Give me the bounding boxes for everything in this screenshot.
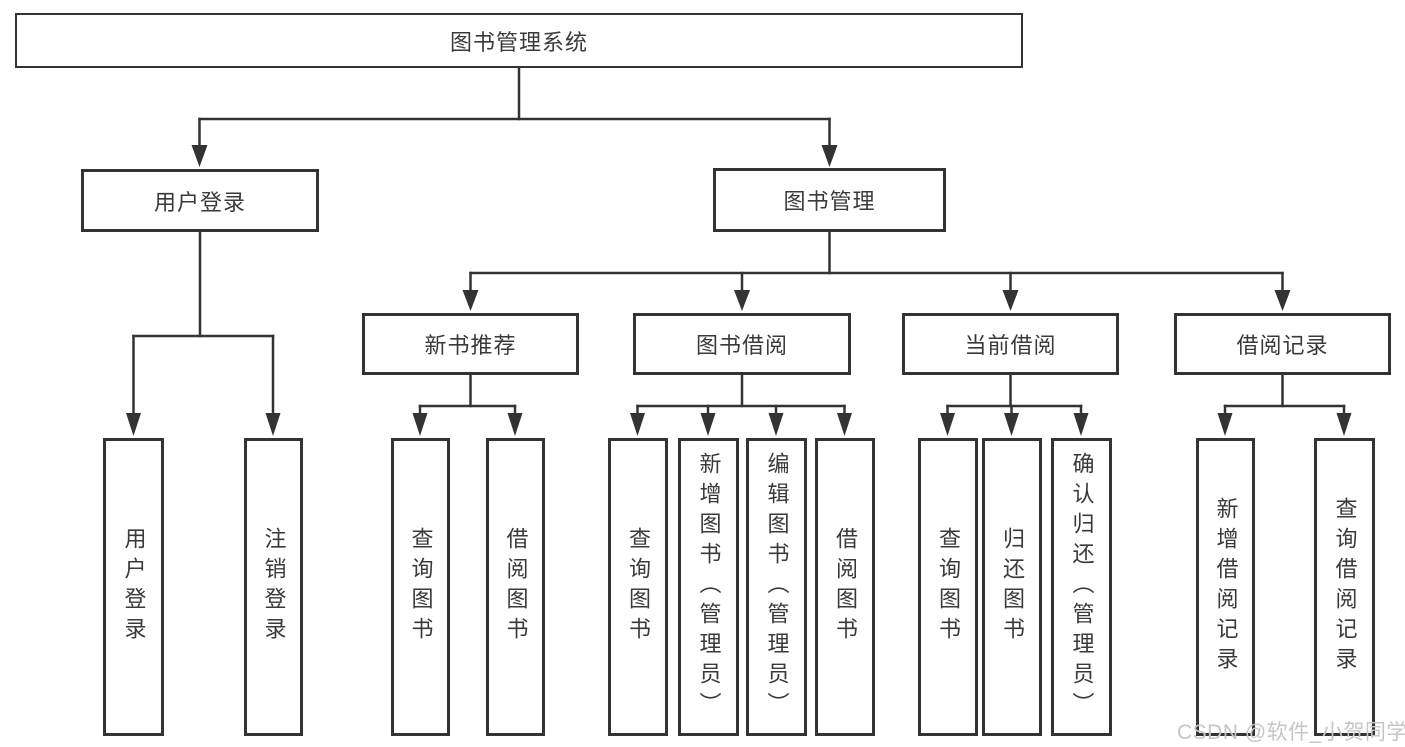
- node-new-book-rec: 新书推荐: [362, 313, 579, 375]
- node-leaf-cb-return-label: 归还图书: [1000, 527, 1025, 647]
- arrowhead: [507, 413, 523, 436]
- node-current-borrow: 当前借阅: [902, 313, 1119, 375]
- node-leaf-rec-query: 查询图书: [391, 438, 450, 736]
- arrowhead: [700, 413, 716, 436]
- arrowhead: [265, 413, 281, 436]
- arrowhead: [191, 145, 208, 167]
- node-leaf-br-query: 查询借阅记录: [1314, 438, 1375, 736]
- arrowhead: [734, 290, 750, 311]
- node-leaf-bb-query-label: 查询图书: [626, 527, 651, 647]
- node-user-login: 用户登录: [81, 169, 319, 232]
- arrowhead: [1217, 413, 1233, 436]
- csdn-watermark: CSDN @软件_小贺同学: [1177, 721, 1405, 744]
- node-leaf-user-login: 用户登录: [103, 438, 164, 736]
- node-leaf-cb-confirm-label: 确认归还（管理员）: [1069, 452, 1095, 722]
- arrowhead: [1073, 413, 1089, 436]
- node-book-borrow: 图书借阅: [633, 313, 851, 375]
- node-leaf-rec-borrow: 借阅图书: [486, 438, 545, 736]
- branch-book-mgmt: [462, 230, 1291, 311]
- node-new-book-rec-label: 新书推荐: [424, 333, 517, 358]
- arrowhead: [630, 413, 645, 436]
- node-leaf-br-query-label: 查询借阅记录: [1332, 497, 1358, 677]
- node-user-login-label: 用户登录: [153, 189, 246, 215]
- node-leaf-bb-edit: 编辑图书（管理员）: [746, 438, 807, 736]
- node-leaf-rec-borrow-label: 借阅图书: [503, 527, 529, 647]
- arrowhead: [1002, 290, 1019, 311]
- node-leaf-bb-query: 查询图书: [608, 438, 668, 736]
- node-leaf-user-login-label: 用户登录: [121, 527, 147, 647]
- node-borrow-records: 借阅记录: [1174, 313, 1391, 375]
- node-leaf-cb-query: 查询图书: [918, 438, 978, 736]
- node-borrow-records-label: 借阅记录: [1236, 333, 1329, 358]
- arrowhead: [768, 413, 784, 436]
- node-leaf-br-add: 新增借阅记录: [1196, 438, 1255, 736]
- arrowhead: [837, 413, 852, 436]
- node-leaf-cb-return: 归还图书: [982, 438, 1042, 736]
- node-leaf-rec-query-label: 查询图书: [408, 527, 434, 647]
- branch-user-login: [126, 230, 281, 436]
- node-leaf-cb-query-label: 查询图书: [936, 527, 961, 647]
- node-leaf-bb-edit-label: 编辑图书（管理员）: [764, 452, 790, 722]
- arrowhead: [462, 290, 479, 311]
- branch-root: [191, 66, 838, 167]
- node-root: 图书管理系统: [15, 13, 1023, 68]
- node-book-mgmt-label: 图书管理: [783, 189, 876, 214]
- node-book-mgmt: 图书管理: [713, 168, 946, 232]
- arrowhead: [821, 145, 838, 167]
- arrowhead: [1274, 290, 1291, 311]
- node-leaf-bb-borrow: 借阅图书: [815, 438, 875, 736]
- node-leaf-bb-add: 新增图书（管理员）: [678, 438, 739, 736]
- branch-borrow-records: [1217, 373, 1352, 436]
- node-root-label: 图书管理系统: [449, 29, 588, 55]
- node-book-borrow-label: 图书借阅: [695, 333, 788, 358]
- arrowhead: [1336, 413, 1352, 436]
- node-leaf-br-add-label: 新增借阅记录: [1213, 497, 1239, 677]
- node-leaf-logout-label: 注销登录: [261, 527, 287, 647]
- arrowhead: [126, 413, 141, 436]
- branch-book-borrow: [630, 373, 852, 436]
- arrowhead: [1004, 413, 1019, 436]
- node-leaf-logout: 注销登录: [244, 438, 303, 736]
- node-current-borrow-label: 当前借阅: [964, 333, 1057, 358]
- node-leaf-bb-borrow-label: 借阅图书: [833, 527, 858, 647]
- branch-new-book-rec: [412, 373, 523, 436]
- branch-current-borrow: [940, 373, 1089, 436]
- arrowhead: [940, 413, 955, 436]
- arrowhead: [412, 413, 428, 436]
- node-leaf-bb-add-label: 新增图书（管理员）: [696, 452, 722, 722]
- node-leaf-cb-confirm: 确认归还（管理员）: [1051, 438, 1112, 736]
